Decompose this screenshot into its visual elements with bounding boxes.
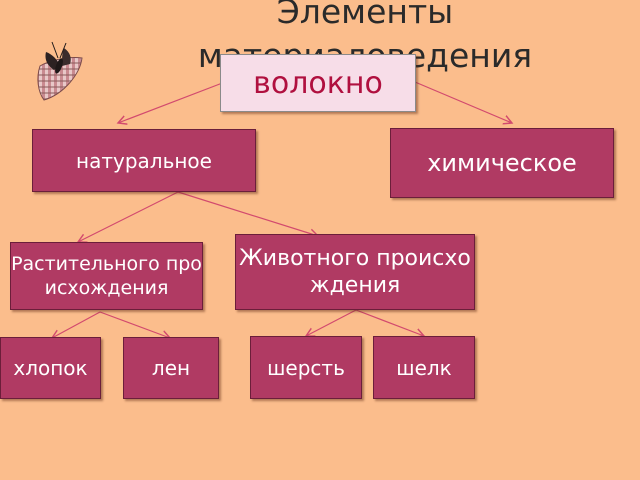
node-silk: шелк bbox=[373, 336, 475, 399]
node-flax-label: лен bbox=[151, 356, 191, 380]
link-plant-cotton bbox=[52, 311, 101, 338]
node-natural-label: натуральное bbox=[76, 148, 212, 173]
link-plant-flax bbox=[99, 311, 170, 338]
link-root-chemical bbox=[414, 81, 512, 123]
link-natural-plant bbox=[78, 191, 179, 242]
node-wool-label: шерсть bbox=[267, 355, 345, 380]
link-natural-animal bbox=[177, 191, 318, 236]
node-wool: шерсть bbox=[250, 336, 362, 399]
node-chemical: химическое bbox=[390, 128, 614, 198]
node-animal-origin-label: Животного происхождения bbox=[239, 246, 471, 298]
node-flax: лен bbox=[123, 337, 219, 399]
butterfly-icon bbox=[37, 41, 83, 101]
node-plant-origin: Растительного происхождения bbox=[10, 242, 203, 310]
node-fiber-label: волокно bbox=[253, 65, 383, 101]
link-animal-wool bbox=[306, 309, 357, 336]
node-animal-origin: Животного происхождения bbox=[235, 234, 475, 310]
node-cotton-label: хлопок bbox=[13, 355, 88, 380]
link-root-natural bbox=[118, 81, 226, 123]
node-natural: натуральное bbox=[32, 129, 256, 192]
link-animal-silk bbox=[355, 309, 424, 336]
node-cotton: хлопок bbox=[0, 337, 101, 399]
node-fiber: волокно bbox=[220, 54, 416, 112]
node-chemical-label: химическое bbox=[427, 149, 577, 177]
node-plant-origin-label: Растительного происхождения bbox=[11, 253, 202, 299]
node-silk-label: шелк bbox=[396, 355, 452, 380]
